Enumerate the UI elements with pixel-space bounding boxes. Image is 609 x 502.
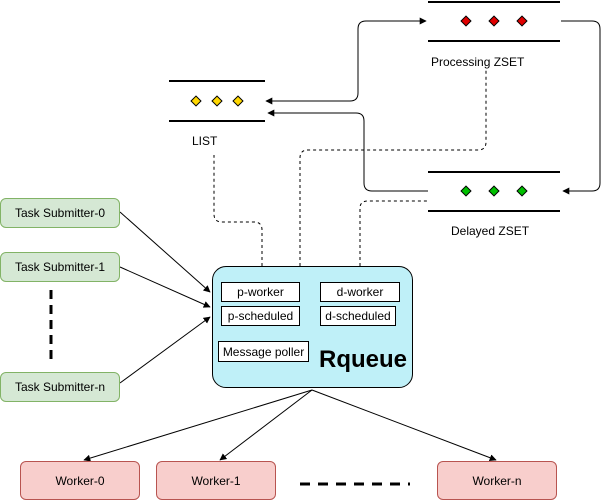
rqueue-delayed-link (359, 200, 428, 266)
delayed-list-arrow (267, 109, 428, 192)
rqueue-processing-link (299, 70, 487, 266)
submitter0-arrow (119, 211, 211, 293)
task-submitter-1: Task Submitter-1 (0, 252, 120, 282)
processing-delayed-arrow (561, 20, 601, 195)
p-scheduled-box: p-scheduled (221, 306, 300, 326)
list-label: LIST (192, 134, 218, 148)
list-store-shape (169, 80, 265, 122)
d-scheduled-box: d-scheduled (320, 306, 396, 326)
rqueue-list-link (213, 155, 263, 266)
worker-1: Worker-1 (156, 461, 276, 500)
delayed-zset-shape (428, 171, 560, 212)
p-worker-box: p-worker (221, 282, 300, 302)
delayed-zset-label: Delayed ZSET (451, 224, 530, 238)
workern-arrow (311, 389, 497, 462)
processing-zset-label: Processing ZSET (431, 55, 525, 69)
worker0-arrow (83, 389, 313, 462)
d-worker-box: d-worker (320, 282, 400, 302)
task-submitter-n: Task Submitter-n (0, 372, 120, 402)
list-processing-arrow (265, 17, 427, 105)
rqueue-title: Rqueue (319, 346, 408, 373)
worker-n: Worker-n (437, 461, 557, 500)
message-poller-box: Message poller (218, 341, 309, 362)
submittern-arrow (119, 316, 211, 384)
worker1-arrow (219, 389, 313, 461)
task-submitter-0: Task Submitter-0 (0, 198, 120, 228)
worker-0: Worker-0 (20, 461, 140, 500)
submitter1-arrow (119, 266, 211, 308)
processing-zset-shape (428, 1, 560, 42)
